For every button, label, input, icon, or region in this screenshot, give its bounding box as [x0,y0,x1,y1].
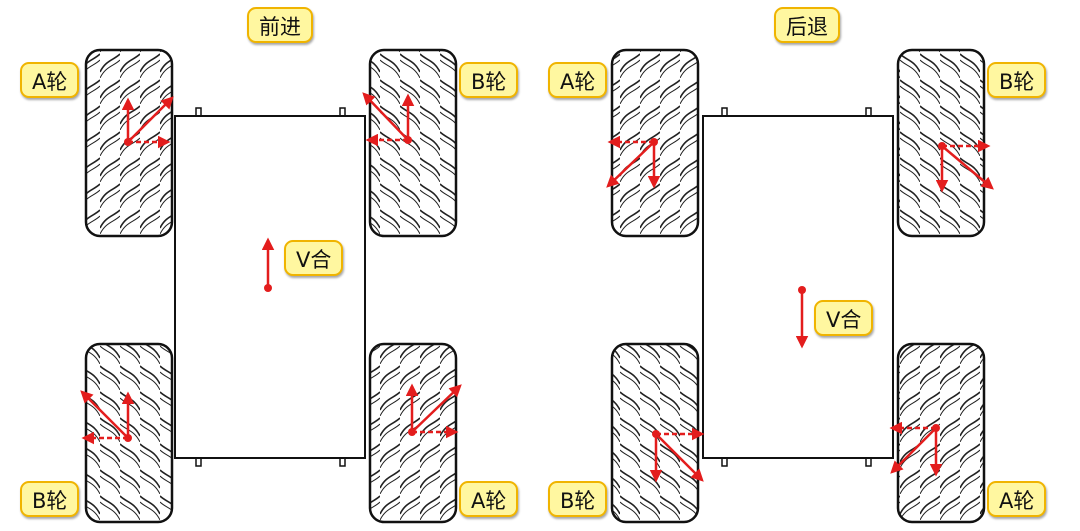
diagram-title-backward: 后退 [774,7,840,43]
vectors-top-right [362,92,415,147]
diagram-title-forward: 前进 [247,7,313,43]
chassis-pin [195,107,202,117]
diagram-forward [80,48,462,524]
chassis-pin [195,457,202,467]
chassis-pin [339,457,346,467]
vectors-bottom-left [80,390,135,445]
wheel-top-right [368,48,458,238]
vectors-bottom-right [889,421,943,477]
wheel-bottom-right [896,342,986,524]
wheel-label-top-left: A轮 [548,62,608,98]
chassis-pin [865,457,872,467]
chassis-pin [721,457,728,467]
vectors-bottom-left [649,427,705,483]
diagram-backward [606,48,994,524]
chassis-body [702,115,894,459]
wheel-label-bottom-left: B轮 [548,481,608,517]
chassis-pin [339,107,346,117]
wheel-label-top-left: A轮 [20,62,80,98]
wheel-label-bottom-right: A轮 [987,481,1047,517]
resultant-vector-forward [261,237,275,292]
vectors-top-right [935,139,994,193]
vectors-top-left [606,135,661,189]
vectors-bottom-right [405,383,462,439]
wheel-label-bottom-left: B轮 [20,481,80,517]
chassis-pin [865,107,872,117]
wheel-label-bottom-right: A轮 [459,481,519,517]
vectors-top-left [121,96,174,149]
chassis-pin [721,107,728,117]
wheel-label-top-right: B轮 [459,62,519,98]
resultant-vector-backward [795,286,809,349]
resultant-label-backward: V合 [814,300,874,336]
wheel-label-top-right: B轮 [987,62,1047,98]
resultant-label-forward: V合 [284,240,344,276]
